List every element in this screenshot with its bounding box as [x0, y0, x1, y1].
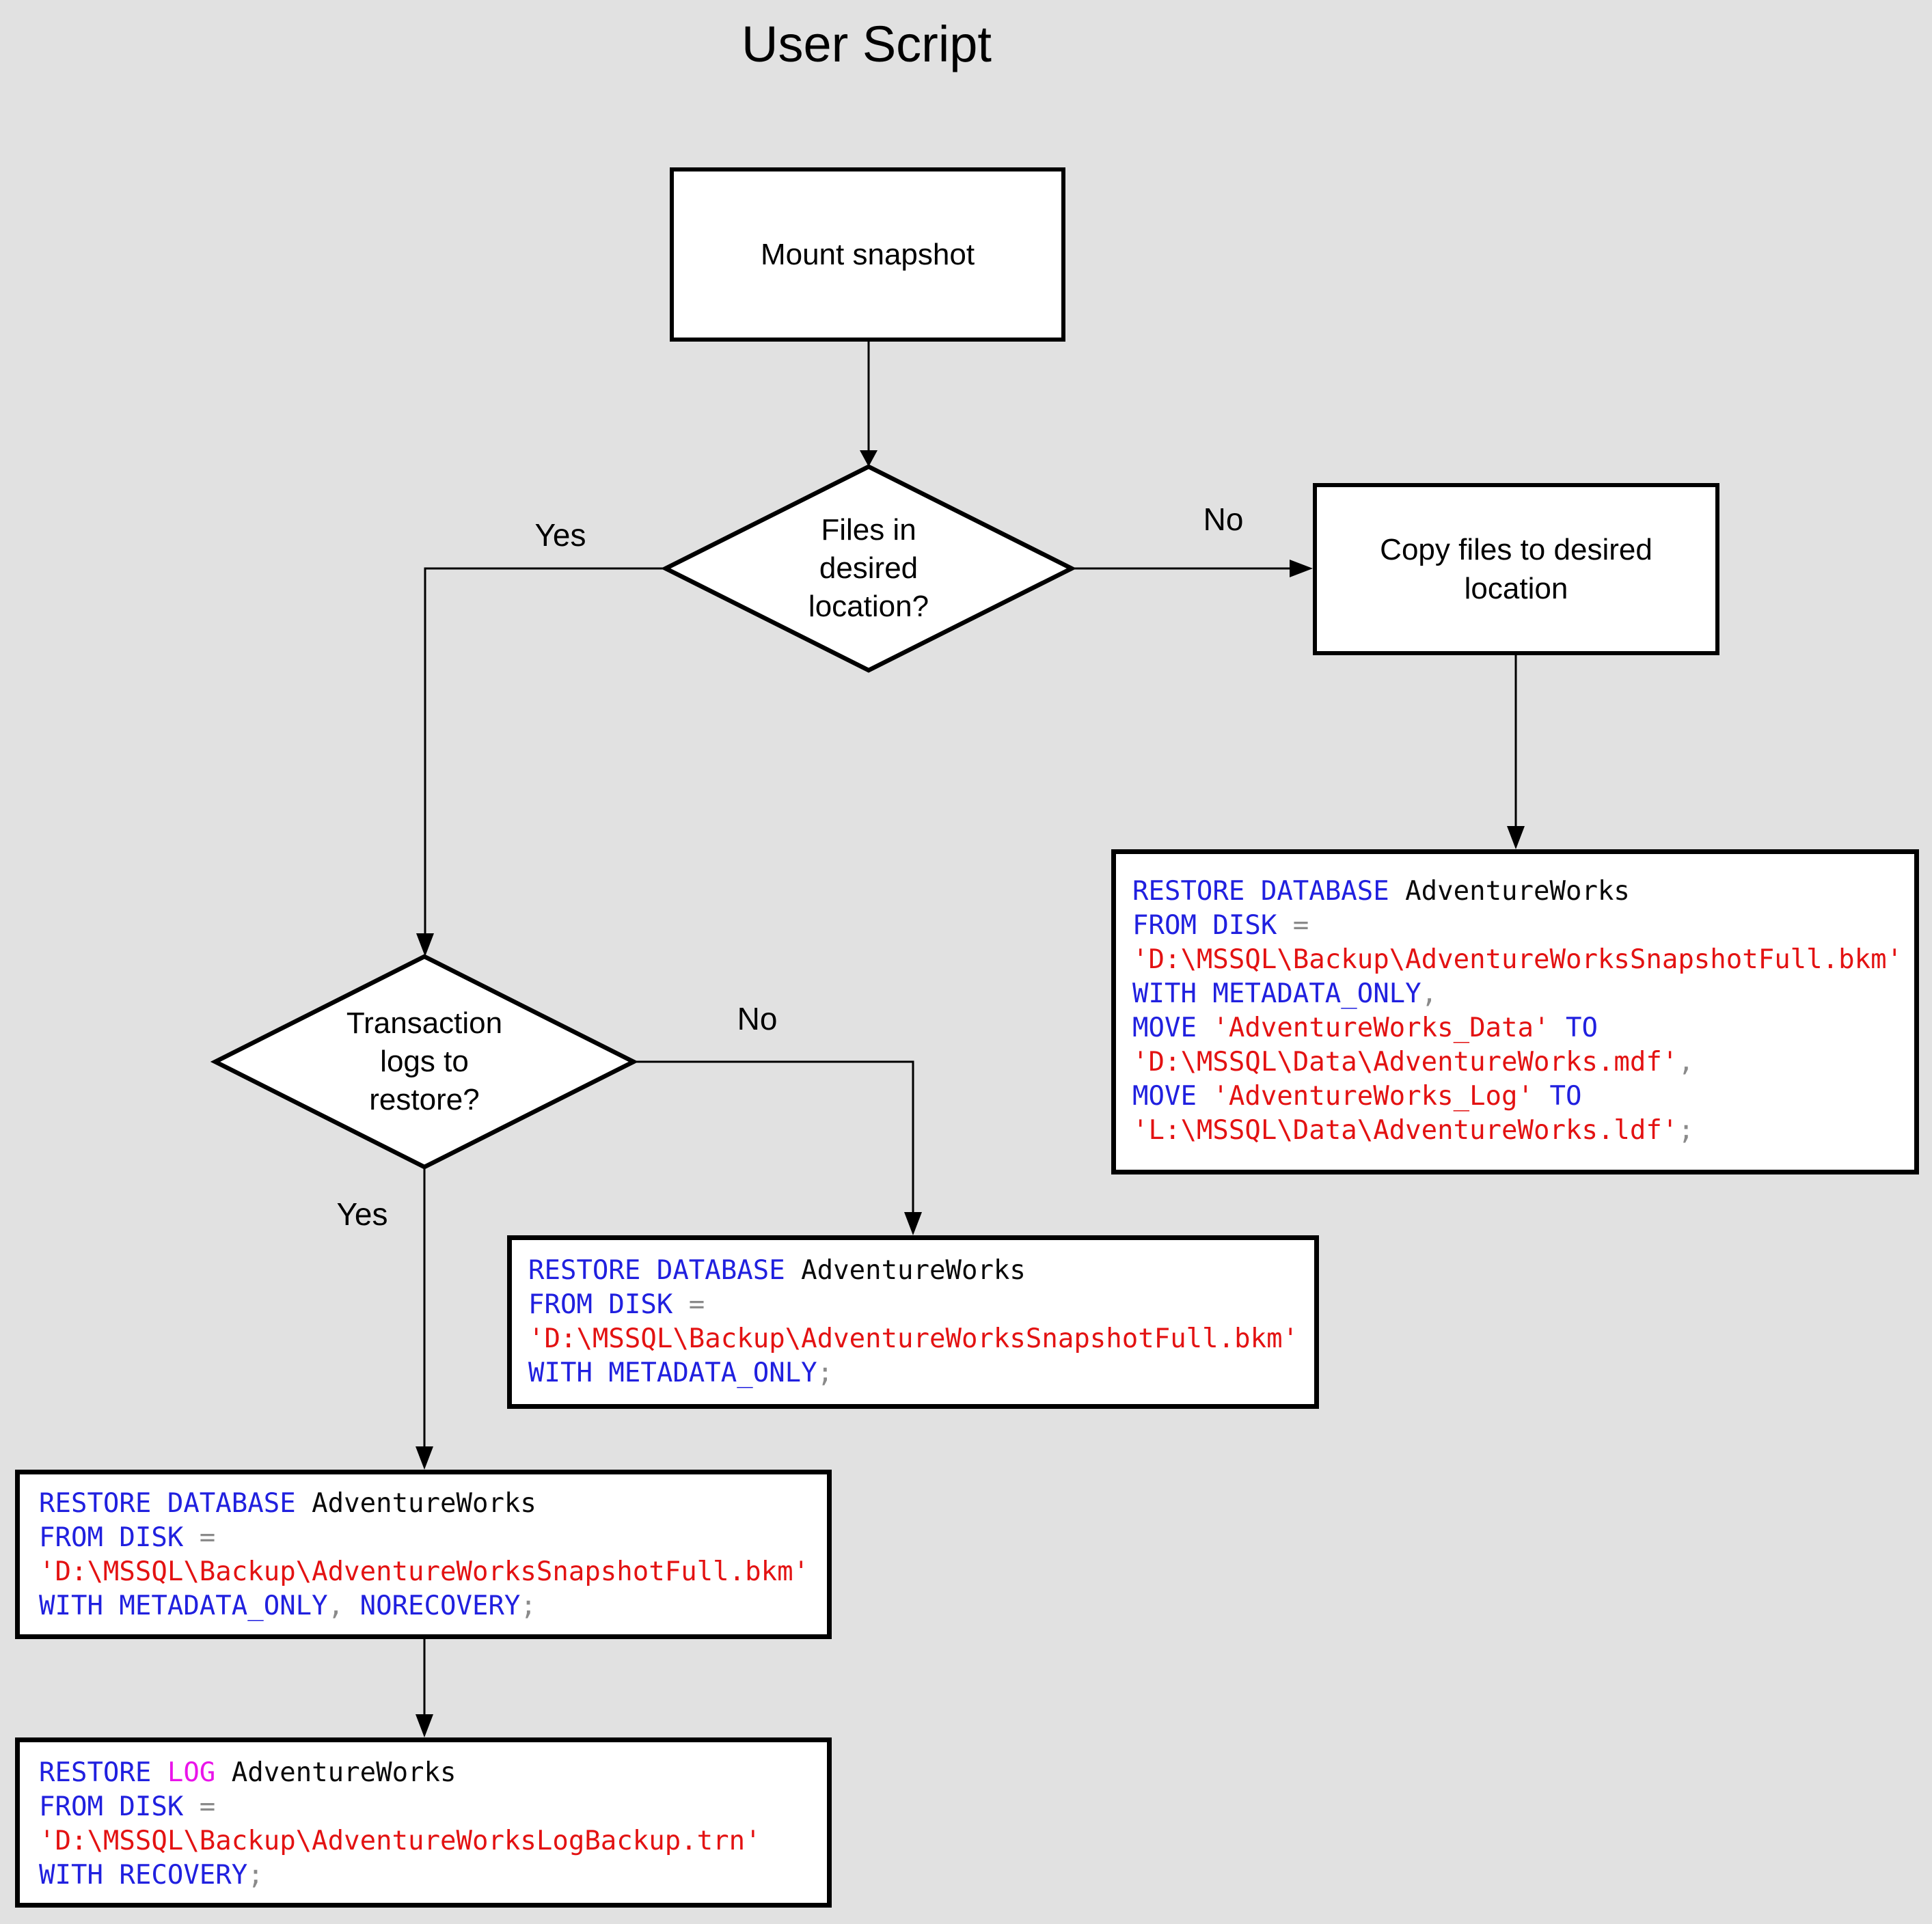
arrowhead-down-icon: [416, 1714, 433, 1737]
code-line: 'D:\MSSQL\Backup\AdventureWorksSnapshotF…: [39, 1556, 810, 1587]
edge-logs-yes-to-restore-norecovery: [416, 1167, 433, 1470]
code-line: 'D:\MSSQL\Data\AdventureWorks.mdf',: [1132, 1047, 1694, 1077]
arrowhead-down-icon: [860, 450, 877, 467]
edge-label-logs-yes: Yes: [336, 1196, 388, 1232]
arrowhead-down-icon: [1507, 826, 1525, 849]
edge-logs-no-to-restore-meta: [634, 1060, 922, 1235]
code-line: 'D:\MSSQL\Backup\AdventureWorksSnapshotF…: [528, 1323, 1299, 1354]
code-line: RESTORE LOG AdventureWorks: [39, 1757, 457, 1788]
code-line: FROM DISK =: [528, 1289, 705, 1320]
edge-label-files-no: No: [1203, 501, 1244, 537]
edge-mount-to-files-decision: [860, 342, 877, 467]
code-line: FROM DISK =: [39, 1791, 216, 1822]
code-line: 'L:\MSSQL\Data\AdventureWorks.ldf';: [1132, 1115, 1694, 1146]
page-title: User Script: [741, 16, 992, 72]
code-line: RESTORE DATABASE AdventureWorks: [528, 1255, 1026, 1286]
code-line: WITH RECOVERY;: [39, 1860, 264, 1891]
mount-snapshot-label: Mount snapshot: [760, 237, 975, 271]
decision-files-diamond: [660, 464, 1077, 673]
code-line: MOVE 'AdventureWorks_Log' TO: [1132, 1081, 1582, 1112]
code-line: RESTORE DATABASE AdventureWorks: [1132, 876, 1630, 907]
copy-files-box: Copy files to desired location: [1313, 483, 1719, 655]
edge-norecovery-to-restore-log: [416, 1639, 433, 1737]
decision-logs-label: Transaction logs to restore?: [346, 1006, 503, 1116]
arrowhead-down-icon: [904, 1212, 922, 1235]
code-line: 'D:\MSSQL\Backup\AdventureWorksSnapshotF…: [1132, 944, 1903, 975]
code-line: MOVE 'AdventureWorks_Data' TO: [1132, 1013, 1598, 1043]
code-line: 'D:\MSSQL\Backup\AdventureWorksLogBackup…: [39, 1826, 761, 1856]
code-line: WITH METADATA_ONLY;: [528, 1358, 834, 1388]
code-line: WITH METADATA_ONLY, NORECOVERY;: [39, 1591, 536, 1621]
arrowhead-down-icon: [416, 1446, 433, 1470]
edge-label-logs-no: No: [737, 1001, 778, 1036]
edge-line: [634, 1060, 914, 1219]
decision-files-label: Files in desired location?: [808, 513, 929, 623]
code-line: FROM DISK =: [1132, 910, 1309, 941]
edge-files-no-to-copy: [1072, 560, 1313, 577]
copy-files-label: Copy files to desired location: [1380, 532, 1652, 605]
code-line: WITH METADATA_ONLY,: [1132, 978, 1438, 1009]
edge-copy-to-restore-move: [1507, 655, 1525, 849]
edge-line: [424, 567, 666, 940]
edge-label-files-yes: Yes: [534, 517, 586, 553]
code-line: FROM DISK =: [39, 1522, 216, 1553]
arrowhead-down-icon: [416, 933, 434, 957]
arrowhead-right-icon: [1290, 560, 1313, 577]
edge-files-yes-to-logs-decision: [416, 567, 666, 957]
mount-snapshot-box: Mount snapshot: [670, 167, 1065, 342]
code-line: RESTORE DATABASE AdventureWorks: [39, 1488, 536, 1519]
